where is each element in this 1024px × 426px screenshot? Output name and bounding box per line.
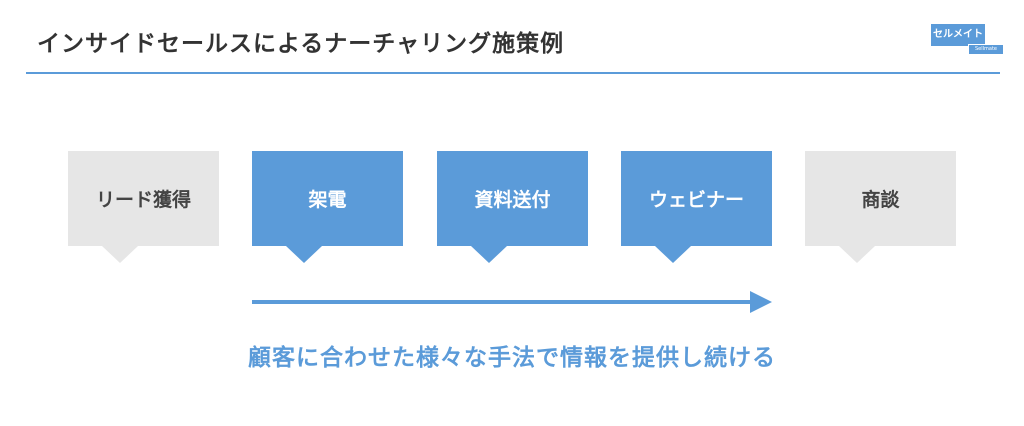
progress-arrow-line xyxy=(252,300,752,304)
step-negotiation: 商談 xyxy=(805,151,956,263)
step-label: 架電 xyxy=(308,189,347,211)
step-send-materials: 資料送付 xyxy=(437,151,588,263)
logo-sub: Sellmate xyxy=(968,44,1004,55)
step-label: 商談 xyxy=(861,189,900,211)
step-call: 架電 xyxy=(252,151,403,263)
arrow-right-icon xyxy=(750,291,772,313)
title-divider xyxy=(26,72,1000,74)
step-lead-acquisition: リード獲得 xyxy=(68,151,219,263)
step-label: リード獲得 xyxy=(95,189,191,211)
step-label: 資料送付 xyxy=(474,189,551,211)
page-title: インサイドセールスによるナーチャリング施策例 xyxy=(37,31,565,57)
logo: セルメイト xyxy=(931,24,985,46)
caption: 顧客に合わせた様々な手法で情報を提供し続ける xyxy=(248,345,776,371)
step-webinar: ウェビナー xyxy=(621,151,772,263)
step-label: ウェビナー xyxy=(648,189,744,211)
